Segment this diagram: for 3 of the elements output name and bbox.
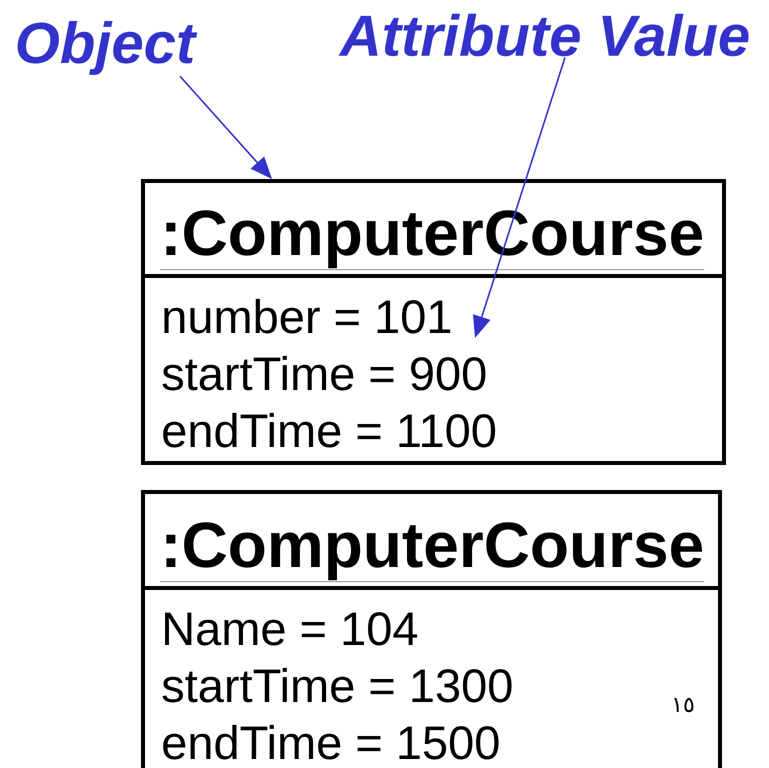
callout-text: Object (18, 20, 198, 76)
page-number: ١٥ (674, 698, 694, 712)
callout-text: Attribute Value (338, 14, 749, 56)
